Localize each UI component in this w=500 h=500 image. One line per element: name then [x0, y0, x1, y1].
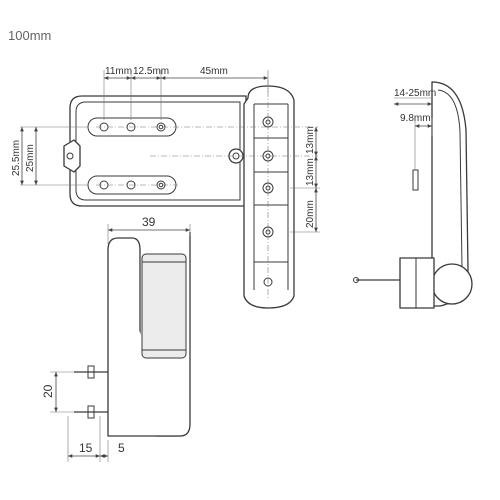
dim-sash-pitch-3: 20mm: [305, 200, 316, 228]
front-view: 11mm 12.5mm 45mm 25.5mm 25mm 13mm 13mm 2…: [11, 66, 320, 309]
side-view: 14-25mm 9.8mm: [353, 81, 473, 309]
bottom-view: 39 20 15 5: [41, 215, 191, 462]
dim-pin-spacing: 20: [41, 384, 55, 398]
frame-plate: [69, 95, 247, 207]
dim-height-inner: 25mm: [25, 144, 36, 172]
dim-height-outer: 25.5mm: [11, 140, 22, 176]
dim-sash-pitch-1: 13mm: [305, 126, 316, 154]
dim-frame-offset: 45mm: [200, 66, 228, 77]
sash-plate: [243, 85, 295, 309]
side-bracket: [399, 257, 435, 309]
dim-pin-offset: 9.8mm: [400, 113, 431, 124]
frame-clip: [63, 139, 81, 173]
dim-sash-pitch-2: 13mm: [305, 158, 316, 186]
dim-pin-offset-bottom: 5: [118, 441, 125, 455]
side-body: [431, 81, 469, 307]
dim-pin-base: 15: [79, 441, 93, 455]
bottom-cover: [141, 253, 187, 359]
dim-hole-pitch-1: 11mm: [105, 66, 132, 77]
side-knuckle: [431, 263, 473, 305]
dim-hole-pitch-2: 12.5mm: [133, 66, 169, 77]
dim-width: 39: [142, 215, 156, 229]
drawing-title: 100mm: [8, 28, 51, 43]
dim-adjust-range: 14-25mm: [394, 88, 436, 99]
